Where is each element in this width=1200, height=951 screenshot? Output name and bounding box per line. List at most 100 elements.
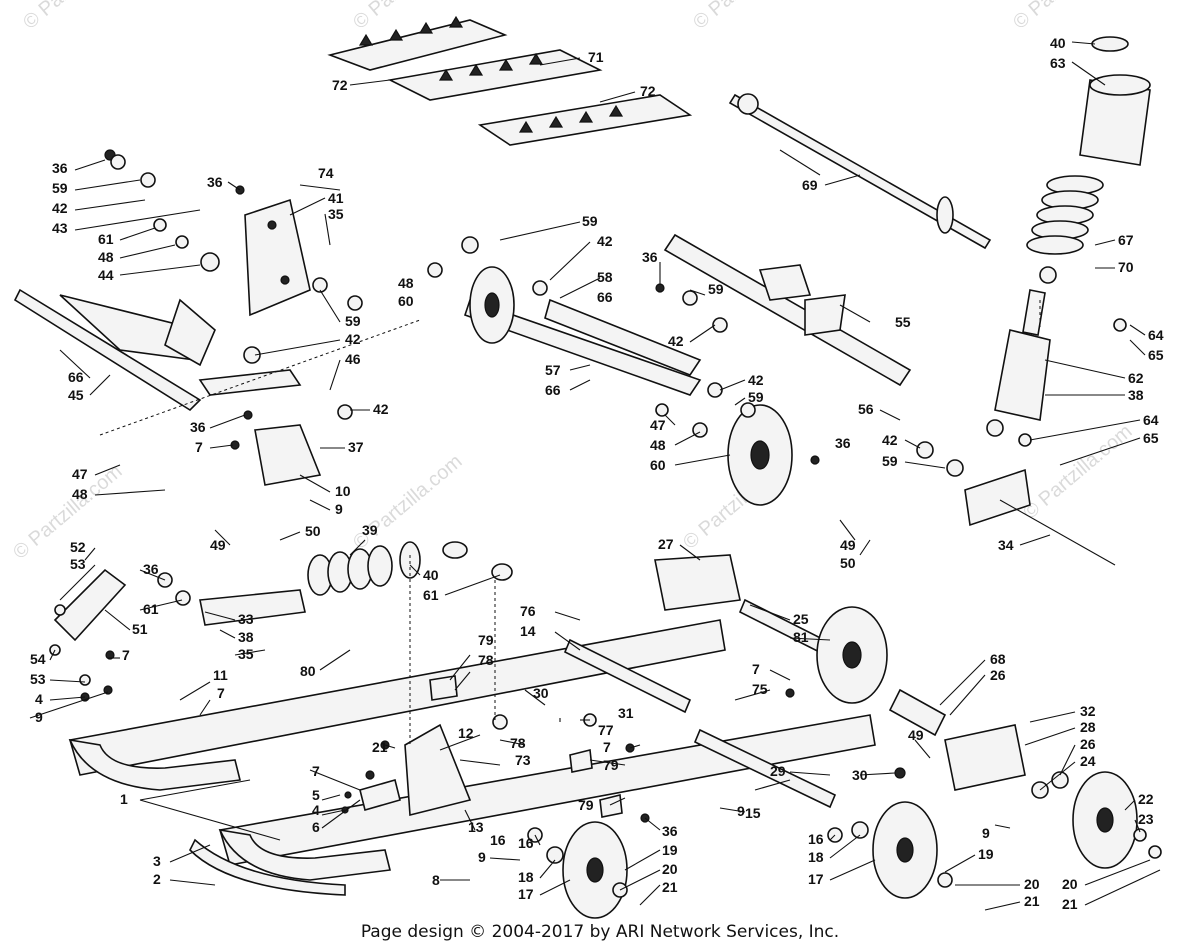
callout-38-a: 38 [1128, 387, 1144, 403]
callout-40: 40 [1050, 35, 1066, 51]
callout-80: 80 [300, 663, 316, 679]
callout-64-a: 64 [1148, 327, 1164, 343]
callout-61-b: 61 [423, 587, 439, 603]
callout-21-b: 21 [662, 879, 678, 895]
callout-54: 54 [30, 651, 46, 667]
callout-62: 62 [1128, 370, 1144, 386]
callout-24: 24 [1080, 753, 1096, 769]
callout-68: 68 [990, 651, 1006, 667]
callout-72-b: 72 [640, 83, 656, 99]
callout-labels: 40 63 71 72 72 69 67 70 64 65 62 38 64 6… [30, 35, 1164, 912]
callout-42-c: 42 [748, 372, 764, 388]
callout-34: 34 [998, 537, 1014, 553]
shaft-15 [693, 728, 837, 809]
watermark-8: © Partzilla.com [1019, 420, 1136, 523]
bracket-12 [404, 723, 472, 817]
callout-27: 27 [658, 536, 674, 552]
callout-40-b: 40 [423, 567, 439, 583]
callout-50-b: 50 [305, 523, 321, 539]
callout-75: 75 [752, 681, 768, 697]
watermark-6: © Partzilla.com [349, 450, 466, 553]
callout-53-b: 53 [30, 671, 46, 687]
callout-20-c: 20 [1062, 876, 1078, 892]
callout-79-c: 79 [578, 797, 594, 813]
callout-6: 6 [312, 819, 320, 835]
callout-39: 39 [362, 522, 378, 538]
front-arm-57 [463, 266, 793, 506]
callout-69: 69 [802, 177, 818, 193]
callout-18-b: 18 [808, 849, 824, 865]
callout-7-e: 7 [603, 739, 611, 755]
callout-25: 25 [793, 611, 809, 627]
shaft-25 [738, 598, 888, 704]
slide-rail-right-1 [189, 714, 876, 896]
callout-42-g: 42 [373, 401, 389, 417]
hardware [49, 149, 1162, 898]
callout-20-b: 20 [1024, 876, 1040, 892]
callout-19-b: 19 [978, 846, 994, 862]
callout-17-a: 17 [518, 886, 534, 902]
shaft-34 [964, 468, 1116, 566]
callout-1: 1 [120, 791, 128, 807]
callout-11: 11 [213, 667, 228, 683]
callout-49-c: 49 [908, 727, 924, 743]
callout-18-a: 18 [518, 869, 534, 885]
callout-41: 41 [328, 190, 344, 206]
callout-16-a: 16 [490, 832, 506, 848]
callout-8: 8 [432, 872, 440, 888]
callout-38-b: 38 [238, 629, 254, 645]
watermark-5: © Partzilla.com [9, 460, 126, 563]
callout-30-b: 30 [852, 767, 868, 783]
callout-74: 74 [318, 165, 334, 181]
callout-35-b: 35 [238, 646, 254, 662]
callout-37: 37 [348, 439, 364, 455]
page-footer-copyright: Page design © 2004-2017 by ARI Network S… [360, 922, 840, 942]
callout-13: 13 [468, 819, 484, 835]
rear-axle-69 [728, 93, 992, 250]
callout-19-a: 19 [662, 842, 678, 858]
callout-52: 52 [70, 539, 86, 555]
callout-9-d: 9 [737, 803, 745, 819]
callout-59-b: 59 [708, 281, 724, 297]
callout-66-c: 66 [68, 369, 84, 385]
callout-22: 22 [1138, 791, 1154, 807]
callout-16-c: 16 [808, 831, 824, 847]
callout-58: 58 [597, 269, 613, 285]
callout-14: 14 [520, 623, 536, 639]
slide-rail-left-1 [68, 619, 726, 791]
callout-30-a: 30 [533, 685, 549, 701]
callout-26-b: 26 [1080, 736, 1096, 752]
callout-7-f: 7 [752, 661, 760, 677]
callout-78-b: 78 [510, 735, 526, 751]
callout-36-a: 36 [642, 249, 658, 265]
bracket-27 [654, 554, 741, 611]
callout-66-b: 66 [545, 382, 561, 398]
callout-48-a: 48 [398, 275, 414, 291]
callout-12: 12 [458, 725, 474, 741]
watermark-3: © Partzilla.com [689, 0, 806, 34]
callout-36-d: 36 [207, 174, 223, 190]
callout-81: 81 [793, 629, 809, 645]
track-clips [327, 15, 693, 146]
bracket-10 [254, 424, 322, 486]
callout-36-c: 36 [52, 160, 68, 176]
callout-59-f: 59 [345, 313, 361, 329]
callout-15: 15 [745, 805, 761, 821]
callout-79-b: 79 [603, 757, 619, 773]
callout-9-e: 9 [982, 825, 990, 841]
callout-42-a: 42 [597, 233, 613, 249]
callout-78-a: 78 [478, 652, 494, 668]
callout-59-e: 59 [52, 180, 68, 196]
callout-73: 73 [515, 752, 531, 768]
callout-16-b: 16 [518, 835, 534, 851]
watermark-1: © Partzilla.com [19, 0, 136, 34]
idler-wheel-22 [1072, 771, 1138, 869]
spacer-68 [888, 688, 947, 737]
stop-block-51 [53, 568, 127, 642]
rear-shock-assembly [986, 36, 1151, 437]
callout-4-b: 4 [312, 802, 320, 818]
callout-51: 51 [132, 621, 148, 637]
callout-32: 32 [1080, 703, 1096, 719]
callout-76: 76 [520, 603, 536, 619]
callout-65-a: 65 [1148, 347, 1164, 363]
